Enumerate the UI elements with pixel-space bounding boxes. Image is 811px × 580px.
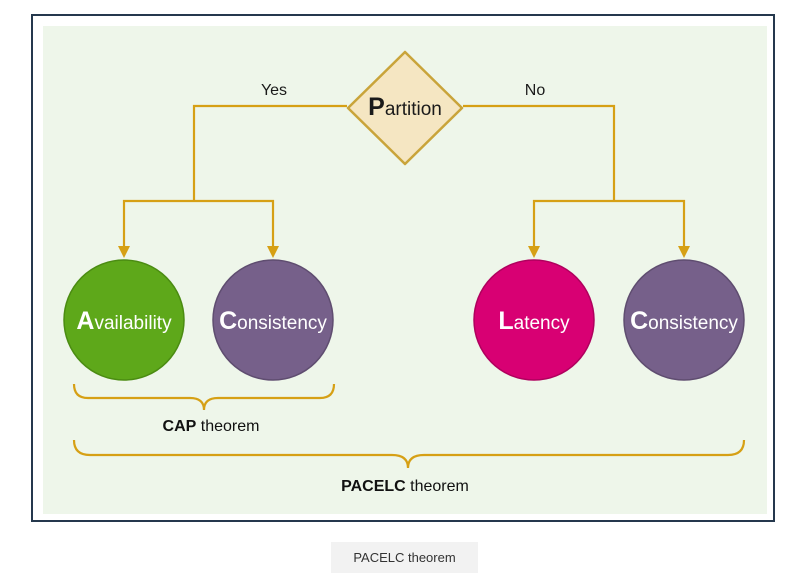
- arrowhead-latency: [528, 246, 540, 258]
- pacelc-diagram: Yes No Partition Availability Consistenc…: [43, 26, 767, 514]
- cap-brace: [72, 383, 336, 411]
- yes-label: Yes: [261, 82, 287, 99]
- consistency-node-cap: [212, 259, 334, 381]
- partition-label: Partition: [368, 93, 442, 121]
- no-to-latency-connector: [532, 199, 614, 252]
- pacelc-brace: [72, 439, 746, 469]
- pacelc-theorem-label: PACELC theorem: [341, 478, 469, 495]
- latency-label: Latency: [498, 307, 570, 335]
- cap-theorem-label: CAP theorem: [163, 418, 260, 435]
- no-connector: [463, 104, 616, 201]
- consistency-label-elc: Consistency: [630, 307, 738, 335]
- figure-caption: PACELC theorem: [331, 542, 478, 573]
- latency-node: [473, 259, 595, 381]
- no-to-consistency-connector: [614, 199, 686, 252]
- arrowheads: [118, 246, 690, 258]
- yes-to-consistency-connector: [194, 199, 275, 252]
- availability-label: Availability: [76, 307, 172, 335]
- consistency-label-cap: Consistency: [219, 307, 327, 335]
- connector-lines: [122, 104, 686, 252]
- availability-node: [63, 259, 185, 381]
- arrowhead-consistency-cap: [267, 246, 279, 258]
- partition-decision-diamond: [346, 50, 464, 166]
- consistency-node-elc: [623, 259, 745, 381]
- arrowhead-availability: [118, 246, 130, 258]
- yes-to-availability-connector: [122, 199, 194, 252]
- arrowhead-consistency-elc: [678, 246, 690, 258]
- no-label: No: [525, 82, 546, 99]
- yes-connector: [192, 104, 347, 201]
